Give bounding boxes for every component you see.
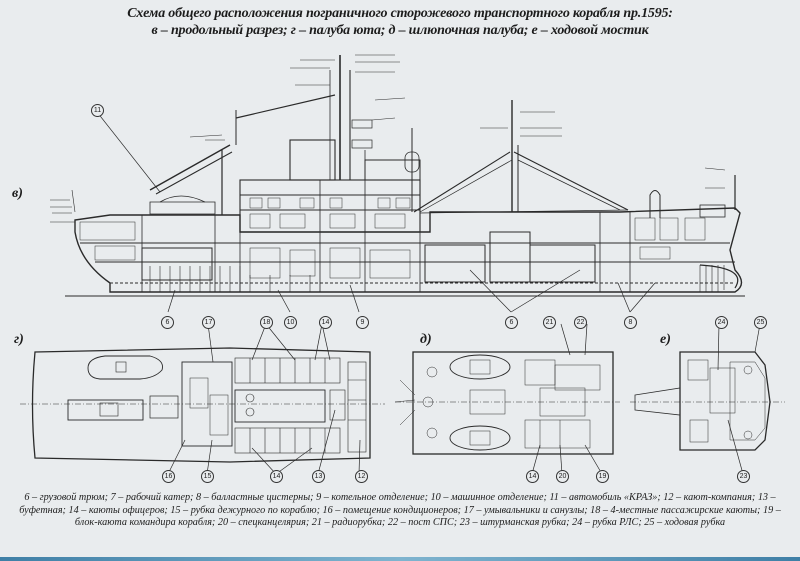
legend-item: 15 – рубка дежурного по кораблю; bbox=[170, 504, 320, 516]
callout-19: 19 bbox=[596, 470, 609, 483]
legend-item: 13 – буфетная; bbox=[19, 492, 776, 516]
legend-item: 22 – пост СПС; bbox=[387, 517, 458, 528]
title-line-2: в – продольный разрез; г – палуба юта; д… bbox=[151, 23, 649, 38]
callout-6-fwd: 6 bbox=[505, 316, 518, 329]
legend-item: 24 – рубка РЛС; bbox=[572, 517, 642, 528]
callout-8: 8 bbox=[624, 316, 637, 329]
view-label-boat-deck: д) bbox=[420, 332, 432, 347]
view-label-profile: в) bbox=[12, 186, 23, 201]
callout-9: 9 bbox=[356, 316, 369, 329]
callout-14-top: 14 bbox=[319, 316, 332, 329]
legend-item: 12 – кают-компания; bbox=[663, 492, 756, 503]
legend: 6 – грузовой трюм; 7 – рабочий катер; 8 … bbox=[10, 492, 790, 530]
legend-item: 21 – радиорубка; bbox=[311, 517, 386, 528]
callout-6: 6 bbox=[161, 316, 174, 329]
callout-18: 18 bbox=[260, 316, 273, 329]
poop-deck-outline bbox=[31, 347, 371, 463]
legend-item: 9 – котельное отделение; bbox=[316, 492, 429, 503]
legend-item: 17 – умывальники и санузлы; bbox=[463, 504, 588, 516]
callout-14-boat: 14 bbox=[526, 470, 539, 483]
callout-20: 20 bbox=[556, 470, 569, 483]
boat-deck-outline bbox=[412, 351, 614, 455]
callout-21: 21 bbox=[543, 316, 556, 329]
legend-item: 20 – спецканцелярия; bbox=[217, 517, 310, 528]
view-label-bridge: е) bbox=[660, 332, 671, 347]
diagram-title: Схема общего расположения пограничного с… bbox=[0, 5, 800, 39]
callout-22: 22 bbox=[574, 316, 587, 329]
callout-11: 11 bbox=[91, 104, 104, 117]
callout-12: 12 bbox=[355, 470, 368, 483]
legend-item: 11 – автомобиль «КРАЗ»; bbox=[549, 492, 661, 503]
legend-item: 14 – каюты офицеров; bbox=[68, 504, 168, 516]
legend-item: 23 – штурманская рубка; bbox=[459, 517, 570, 528]
callout-17: 17 bbox=[202, 316, 215, 329]
hull-outline bbox=[74, 207, 743, 293]
legend-item: 8 – балластные цистерны; bbox=[196, 492, 314, 503]
callout-14-bottom: 14 bbox=[270, 470, 283, 483]
callout-24: 24 bbox=[715, 316, 728, 329]
legend-item: 25 – ходовая рубка bbox=[644, 517, 726, 528]
callout-25: 25 bbox=[754, 316, 767, 329]
poop-deck-plan bbox=[20, 323, 385, 475]
legend-item: 7 – рабочий катер; bbox=[110, 492, 194, 503]
longitudinal-section bbox=[50, 54, 745, 313]
legend-item: 16 – помещение кондиционеров; bbox=[322, 504, 462, 516]
boat-deck-plan bbox=[394, 323, 620, 475]
callout-16: 16 bbox=[162, 470, 175, 483]
view-label-poop-deck: г) bbox=[14, 332, 24, 347]
bridge-outline bbox=[679, 351, 771, 451]
callout-10: 10 bbox=[284, 316, 297, 329]
legend-item: 19 – блок-каюта командира корабля; bbox=[74, 504, 781, 529]
callout-15: 15 bbox=[201, 470, 214, 483]
bottom-border-strip bbox=[0, 557, 800, 561]
callout-23: 23 bbox=[737, 470, 750, 483]
callout-13: 13 bbox=[312, 470, 325, 483]
title-line-1: Схема общего расположения пограничного с… bbox=[127, 6, 673, 21]
bridge-plan bbox=[630, 323, 785, 475]
legend-item: 10 – машинное отделение; bbox=[430, 492, 547, 503]
legend-item: 6 – грузовой трюм; bbox=[24, 492, 109, 503]
legend-item: 18 – 4-местные пассажирские каюты; bbox=[590, 504, 761, 516]
